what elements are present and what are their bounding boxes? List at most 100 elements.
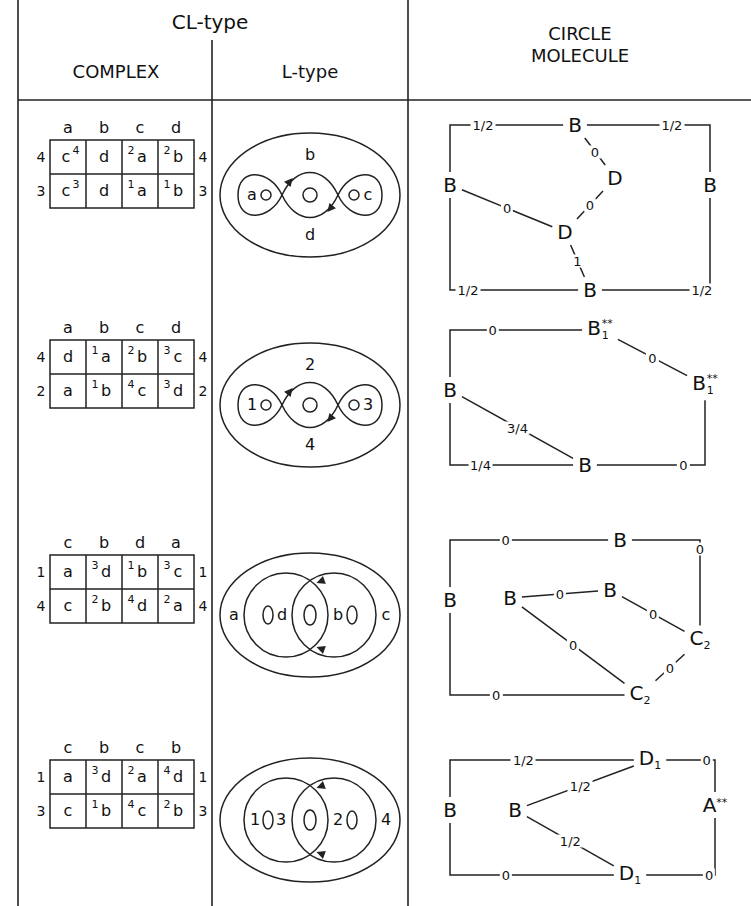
index-number: 4 <box>128 594 135 605</box>
small-circle <box>349 190 359 200</box>
side-number: 1 <box>199 565 208 579</box>
edge-label: 0 <box>700 754 712 767</box>
cell-letter: d <box>101 769 111 785</box>
connector <box>527 766 634 806</box>
connector <box>450 760 634 797</box>
atom-mark: ** <box>602 318 613 330</box>
edge-label: 0 <box>500 869 512 882</box>
atom: B <box>506 799 524 821</box>
atom-index: 1 <box>707 385 718 397</box>
atom-letter: B <box>692 371 706 395</box>
complex-grid <box>50 760 194 828</box>
atom-index: 1 <box>602 330 613 342</box>
index-number: 2 <box>92 594 99 605</box>
atom-letter: B <box>703 173 717 197</box>
index-stack: **1 <box>707 373 718 397</box>
index-stack: **1 <box>602 318 613 342</box>
curve-label: b <box>333 607 343 623</box>
atom-mark: ** <box>707 373 718 385</box>
table-rule <box>407 0 409 906</box>
column-letter: c <box>136 320 145 336</box>
cell-letter: a <box>63 769 73 785</box>
small-oval <box>347 811 357 829</box>
column-header: CIRCLE MOLECULE <box>515 23 645 66</box>
connector <box>646 818 715 875</box>
cell-letter: b <box>173 149 183 165</box>
index-number: 3 <box>164 560 171 571</box>
outer-curve <box>220 343 400 467</box>
figure-circle <box>244 778 328 862</box>
edge-label: 0 <box>647 607 659 620</box>
small-circle <box>303 188 317 202</box>
index-number: 2 <box>128 765 135 776</box>
arrow-mark <box>317 645 325 653</box>
edge-label: 1/2 <box>659 119 684 132</box>
column-letter: b <box>99 740 109 756</box>
atom: B <box>501 587 519 609</box>
atom-index: 1 <box>654 760 661 773</box>
index-number: 1 <box>92 345 99 356</box>
side-number: 3 <box>37 184 46 198</box>
curve-label: 2 <box>333 812 343 828</box>
small-circle <box>303 398 317 412</box>
figure-curve <box>238 383 382 428</box>
connector <box>462 397 573 459</box>
cell-letter: b <box>173 183 183 199</box>
cell-letter: c <box>64 598 73 614</box>
arrow-mark <box>317 577 325 585</box>
atom: B**1 <box>690 372 720 399</box>
small-oval <box>263 606 273 624</box>
cell-letter: d <box>137 598 147 614</box>
atom: C2 <box>628 682 653 707</box>
cell-letter: d <box>173 383 183 399</box>
column-letter: b <box>99 535 109 551</box>
atom: B <box>581 279 599 301</box>
cell-letter: a <box>63 564 73 580</box>
column-letter: a <box>171 535 181 551</box>
atom: B <box>611 529 629 551</box>
atom-letter: B <box>613 528 627 552</box>
complex-grids <box>50 140 194 828</box>
index-number: 4 <box>128 379 135 390</box>
column-header: COMPLEX <box>73 63 160 81</box>
edge-label: 1/2 <box>471 119 496 132</box>
column-letter: d <box>135 535 145 551</box>
index-number: 4 <box>164 765 171 776</box>
table-rules <box>18 0 751 906</box>
edge-label: 0 <box>703 869 715 882</box>
curve-label: d <box>305 227 315 243</box>
edge-label: 0 <box>677 459 689 472</box>
column-letter: c <box>64 740 73 756</box>
cell-letter: a <box>137 149 147 165</box>
atom: B <box>441 799 459 821</box>
atom: B <box>601 579 619 601</box>
cell-letter: d <box>101 564 111 580</box>
cell-letter: c <box>138 383 147 399</box>
side-number: 3 <box>199 804 208 818</box>
figure-circle <box>292 778 376 862</box>
atom: B <box>701 174 719 196</box>
side-number: 3 <box>199 184 208 198</box>
edge-label: 0 <box>499 534 511 547</box>
atom: B <box>441 589 459 611</box>
atom: B <box>576 454 594 476</box>
atom-letter: B <box>587 316 601 340</box>
cell-letter: a <box>63 383 73 399</box>
arrow-mark <box>285 387 293 395</box>
atom-letter: B <box>443 588 457 612</box>
edge-label: 1/2 <box>568 779 593 792</box>
arrow-mark <box>326 414 334 422</box>
column-letter: b <box>99 320 109 336</box>
grid-lines <box>50 140 194 208</box>
grid-frame <box>50 140 194 208</box>
grid-lines <box>50 555 194 623</box>
side-number: 1 <box>199 770 208 784</box>
connector <box>585 138 605 165</box>
edge-label: 0 <box>486 324 498 337</box>
column-letter: c <box>136 740 145 756</box>
curve-label: c <box>382 607 391 623</box>
column-letter: b <box>171 740 181 756</box>
curve-label: 1 <box>250 812 260 828</box>
